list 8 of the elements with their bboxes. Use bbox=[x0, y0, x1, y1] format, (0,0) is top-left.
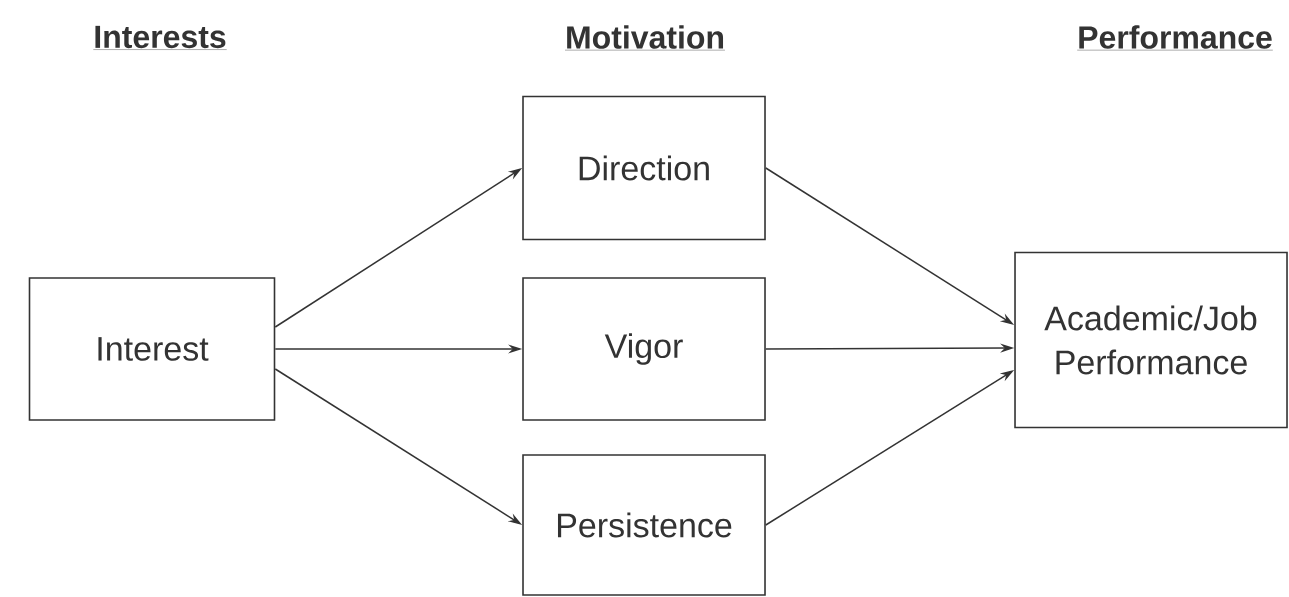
process-box: Direction bbox=[522, 95, 766, 241]
process-box: Persistence bbox=[522, 454, 766, 596]
column-heading: Interests bbox=[93, 25, 227, 50]
process-box: Academic/Job Performance bbox=[1014, 251, 1288, 429]
process-box: Vigor bbox=[522, 277, 766, 421]
column-heading: Motivation bbox=[564, 25, 726, 51]
process-box: Interest bbox=[28, 277, 276, 421]
column-heading: Performance bbox=[1077, 25, 1274, 51]
